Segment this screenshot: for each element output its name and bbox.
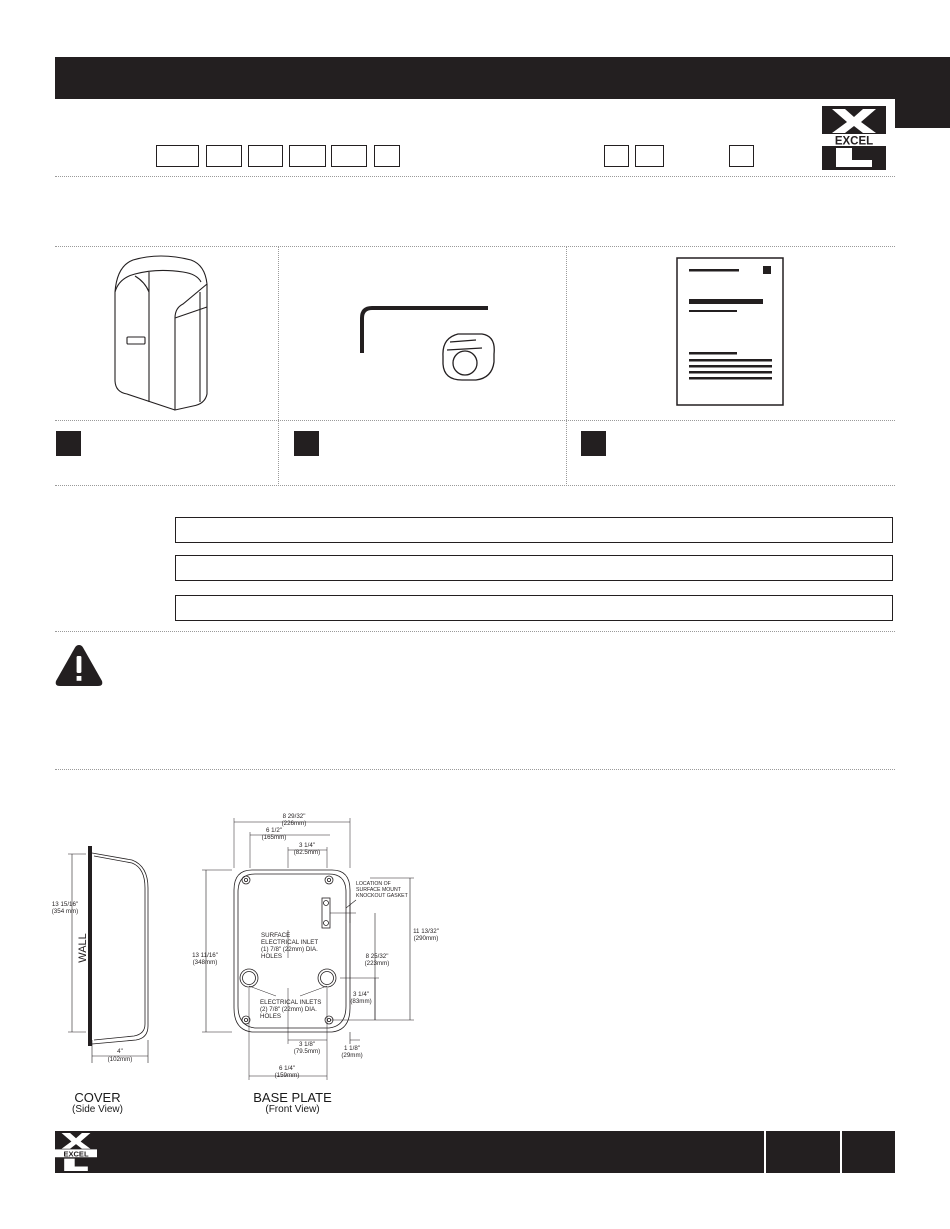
dim-h-base: 13 11/16" <box>192 952 218 959</box>
divider <box>566 247 567 484</box>
option-code-box <box>635 145 664 167</box>
note-inlets-3: HOLES <box>260 1013 281 1020</box>
cover-caption: COVER (Side View) <box>55 1091 140 1115</box>
note-inlets-1: ELECTRICAL INLETS <box>260 999 321 1006</box>
spec-row <box>175 595 893 621</box>
dim-h-cover-mm: (354 mm) <box>52 908 78 915</box>
dim-h-right: 11 13/32" <box>413 928 439 935</box>
base-plate-caption: BASE PLATE (Front View) <box>240 1091 345 1115</box>
wrench-gasket-illustration <box>350 298 495 384</box>
dim-h-low: 3 1/4" <box>353 991 369 998</box>
dim-w-half: 6 1/2" <box>266 827 282 834</box>
spec-row <box>175 517 893 543</box>
option-code-box <box>604 145 629 167</box>
wall-label: WALL <box>77 933 89 963</box>
dim-h-cover: 13 15/16" <box>52 901 78 908</box>
hand-dryer-illustration <box>105 252 215 412</box>
note-location-1: LOCATION OF <box>356 881 391 887</box>
model-code-box <box>331 145 367 167</box>
part-number-badge <box>581 431 606 456</box>
divider <box>278 247 279 484</box>
footer-divider <box>840 1131 842 1173</box>
footer-logo-text: EXCEL <box>63 1149 89 1158</box>
note-inlets-2: (2) 7/8" (22mm) DIA. <box>260 1006 317 1013</box>
note-surface-4: HOLES <box>261 953 282 960</box>
model-code-box <box>374 145 400 167</box>
dim-b-total: 6 1/4" <box>279 1065 295 1072</box>
cover-subtitle: (Side View) <box>72 1103 123 1115</box>
option-code-box <box>729 145 754 167</box>
base-plate-subtitle: (Front View) <box>265 1103 320 1115</box>
dim-w-half-mm: (165mm) <box>262 834 287 841</box>
part-number-badge <box>56 431 81 456</box>
note-location-3: KNOCKOUT GASKET <box>356 893 409 899</box>
model-code-box <box>156 145 199 167</box>
note-location-2: SURFACE MOUNT <box>356 887 402 893</box>
divider <box>55 769 895 770</box>
footer-logo: EXCEL <box>55 1131 97 1173</box>
cover-side-view <box>68 846 149 1063</box>
note-surface-1: SURFACE <box>261 932 290 939</box>
cover-title: COVER <box>74 1090 121 1105</box>
section-tab <box>895 57 950 128</box>
model-code-box <box>289 145 326 167</box>
divider <box>55 420 895 421</box>
gasket-icon <box>442 333 495 381</box>
warning-icon <box>54 643 104 688</box>
dim-w-total-mm: (226mm) <box>282 820 307 827</box>
manual-illustration <box>676 257 784 406</box>
part-number-badge <box>294 431 319 456</box>
dim-h-base-mm: (348mm) <box>193 959 218 966</box>
dim-h-mid-mm: (223mm) <box>365 960 390 967</box>
dim-w-inlet-mm: (82.5mm) <box>294 849 320 856</box>
dim-h-mid: 8 25/32" <box>366 953 389 960</box>
dim-b-total-mm: (159mm) <box>275 1072 300 1079</box>
dim-depth-mm: (102mm) <box>108 1056 133 1063</box>
footer-divider <box>764 1131 766 1173</box>
dim-offset-mm: (29mm) <box>341 1052 362 1059</box>
dim-w-inlet: 3 1/4" <box>299 842 315 849</box>
logo-text: EXCEL <box>835 136 873 148</box>
note-surface-3: (1) 7/8" (22mm) DIA. <box>261 946 318 953</box>
model-code-box <box>248 145 283 167</box>
dimension-diagram: 8 29/32" (226mm) 6 1/2" (165mm) 3 1/4" (… <box>50 808 450 1123</box>
dim-offset: 1 1/8" <box>344 1045 360 1052</box>
divider <box>55 631 895 632</box>
excel-logo: EXCEL <box>822 106 886 170</box>
dim-b-inlet: 3 1/8" <box>299 1041 315 1048</box>
dim-h-low-mm: (83mm) <box>350 998 371 1005</box>
dim-h-right-mm: (290mm) <box>414 935 439 942</box>
spec-row <box>175 555 893 581</box>
base-plate-title: BASE PLATE <box>253 1090 332 1105</box>
divider <box>55 485 895 486</box>
base-plate-front-view <box>202 818 414 1080</box>
model-code-box <box>206 145 242 167</box>
dim-w-total: 8 29/32" <box>283 813 306 820</box>
footer-bar <box>97 1131 895 1173</box>
dim-b-inlet-mm: (79.5mm) <box>294 1048 320 1055</box>
note-surface-2: ELECTRICAL INLET <box>261 939 318 946</box>
divider <box>55 246 895 247</box>
header-bar <box>55 57 895 99</box>
divider <box>55 176 895 177</box>
dim-depth: 4" <box>117 1048 123 1055</box>
